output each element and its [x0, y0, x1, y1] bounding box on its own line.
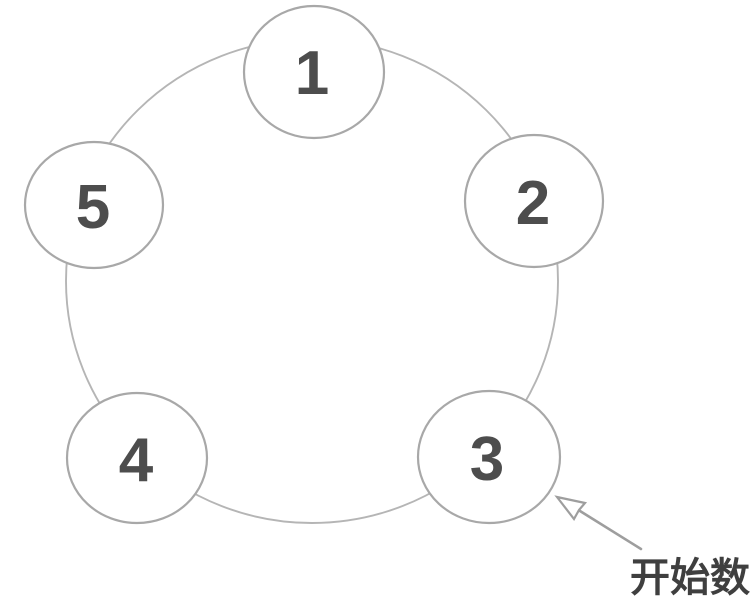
- node-1: 1: [242, 4, 386, 140]
- node-3: 3: [416, 389, 562, 525]
- node-2: 2: [463, 133, 605, 269]
- node-4-label: 4: [119, 426, 154, 495]
- node-1-circle: [242, 4, 386, 140]
- node-5-label: 5: [76, 173, 110, 242]
- annotation-start-counting: 开始数: [630, 556, 750, 600]
- node-1-label: 1: [295, 39, 329, 108]
- node-5: 5: [23, 140, 165, 270]
- node-2-circle: [463, 133, 605, 269]
- node-3-circle: [416, 389, 562, 525]
- arrow-head-icon: [554, 495, 588, 521]
- node-4-circle: [65, 391, 209, 525]
- node-2-label: 2: [516, 169, 550, 238]
- node-3-label: 3: [470, 425, 504, 494]
- node-5-circle: [23, 140, 165, 270]
- arrow-shaft: [578, 509, 643, 551]
- start-arrow-icon: [554, 495, 643, 551]
- node-4: 4: [65, 391, 209, 525]
